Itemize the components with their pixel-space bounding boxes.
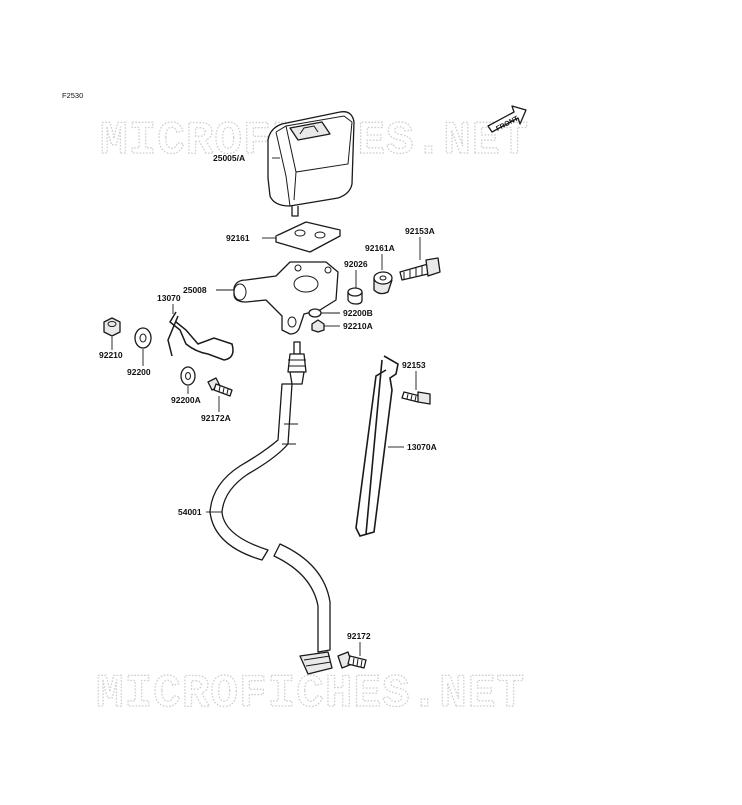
washer-92200b-part xyxy=(308,308,322,318)
label-13070a: 13070A xyxy=(407,442,437,452)
grommet-part xyxy=(373,271,393,295)
label-92161: 92161 xyxy=(226,233,250,243)
nut-92210a-part xyxy=(311,319,325,333)
nut-92210-part xyxy=(103,317,121,337)
label-92200b: 92200B xyxy=(343,308,373,318)
label-92172a: 92172A xyxy=(201,413,231,423)
label-92153: 92153 xyxy=(402,360,426,370)
control-box-part xyxy=(267,111,355,217)
label-92210a: 92210A xyxy=(343,321,373,331)
bolt-92153a-part xyxy=(399,257,441,281)
rubber-plate-part xyxy=(275,221,341,253)
bracket-part xyxy=(233,261,339,335)
label-25008: 25008 xyxy=(183,285,207,295)
screw-92172-part xyxy=(337,651,367,669)
screw-92172a-part xyxy=(207,377,233,397)
bolt-92153-part xyxy=(401,391,431,405)
label-25005a: 25005/A xyxy=(213,153,245,163)
label-92200: 92200 xyxy=(127,367,151,377)
label-92153a: 92153A xyxy=(405,226,435,236)
label-13070: 13070 xyxy=(157,293,181,303)
washer-92200-part xyxy=(134,327,152,349)
spring-clip-part xyxy=(167,311,234,361)
collar-part xyxy=(347,287,363,305)
label-92210: 92210 xyxy=(99,350,123,360)
label-92026: 92026 xyxy=(344,259,368,269)
label-92161a: 92161A xyxy=(365,243,395,253)
cable-part xyxy=(209,341,333,675)
washer-92200a-part xyxy=(180,366,196,386)
label-92172: 92172 xyxy=(347,631,371,641)
label-92200a: 92200A xyxy=(171,395,201,405)
long-spring-clip-part xyxy=(355,355,399,537)
figure-code: F2530 xyxy=(62,91,83,100)
watermark-bottom: MICROFICHES.NET xyxy=(96,668,525,720)
label-54001: 54001 xyxy=(178,507,202,517)
